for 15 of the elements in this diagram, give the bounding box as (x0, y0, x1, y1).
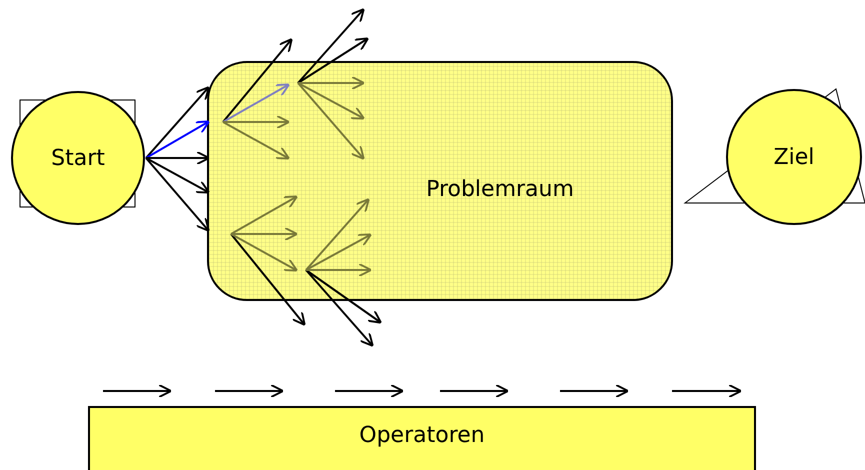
arrow (146, 157, 210, 194)
arrow (145, 86, 210, 159)
arrow (230, 233, 306, 326)
arrow (222, 38, 293, 123)
node-label: Problemraum (426, 176, 574, 202)
node-label: Ziel (774, 144, 814, 170)
node-label: Operatoren (359, 422, 485, 448)
arrow (145, 157, 210, 232)
arrow (146, 120, 210, 159)
node-label: Start (51, 146, 105, 170)
operators-bar (88, 406, 756, 470)
arrow (305, 269, 374, 347)
arrow (297, 37, 369, 84)
problem-space-box (207, 61, 673, 301)
arrow (297, 8, 365, 84)
